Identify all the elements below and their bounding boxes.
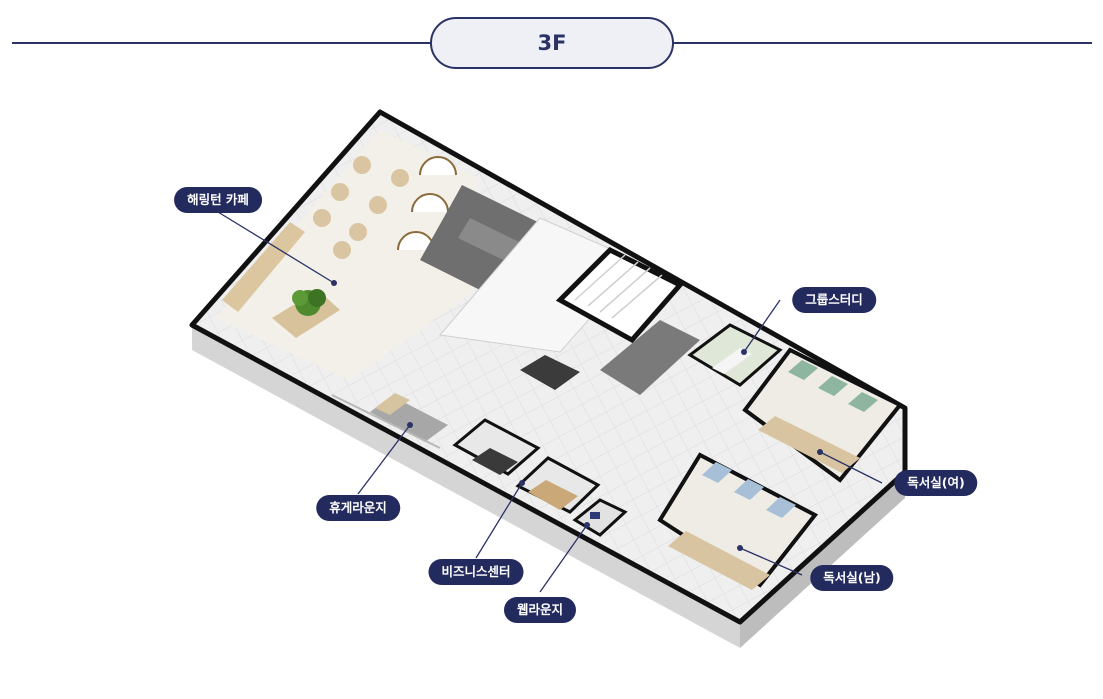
room-label-business-center[interactable]: 비즈니스센터 — [428, 559, 524, 585]
floor-title: 3F — [430, 17, 674, 69]
room-label-lounge[interactable]: 휴게라운지 — [316, 495, 400, 521]
header-divider-left — [12, 42, 432, 44]
room-label-reading-women[interactable]: 독서실(여) — [894, 470, 978, 496]
floor-header: 3F — [0, 0, 1103, 80]
callout-dots — [331, 280, 823, 551]
room-label-cafe[interactable]: 해링턴 카페 — [174, 187, 262, 213]
header-divider-right — [672, 42, 1092, 44]
business-center-rooms — [452, 418, 601, 514]
group-study-room — [687, 323, 783, 387]
room-label-group-study[interactable]: 그룹스터디 — [792, 287, 876, 313]
cafe-area — [215, 130, 478, 380]
building-base — [192, 325, 905, 648]
lounge-furniture — [331, 393, 448, 449]
room-label-web-lounge[interactable]: 웹라운지 — [503, 597, 577, 623]
callout-lines — [217, 211, 883, 593]
stair-core — [520, 246, 700, 395]
room-label-reading-men[interactable]: 독서실(남) — [810, 565, 894, 591]
reading-room-men — [657, 452, 819, 590]
restroom-core — [420, 185, 641, 353]
